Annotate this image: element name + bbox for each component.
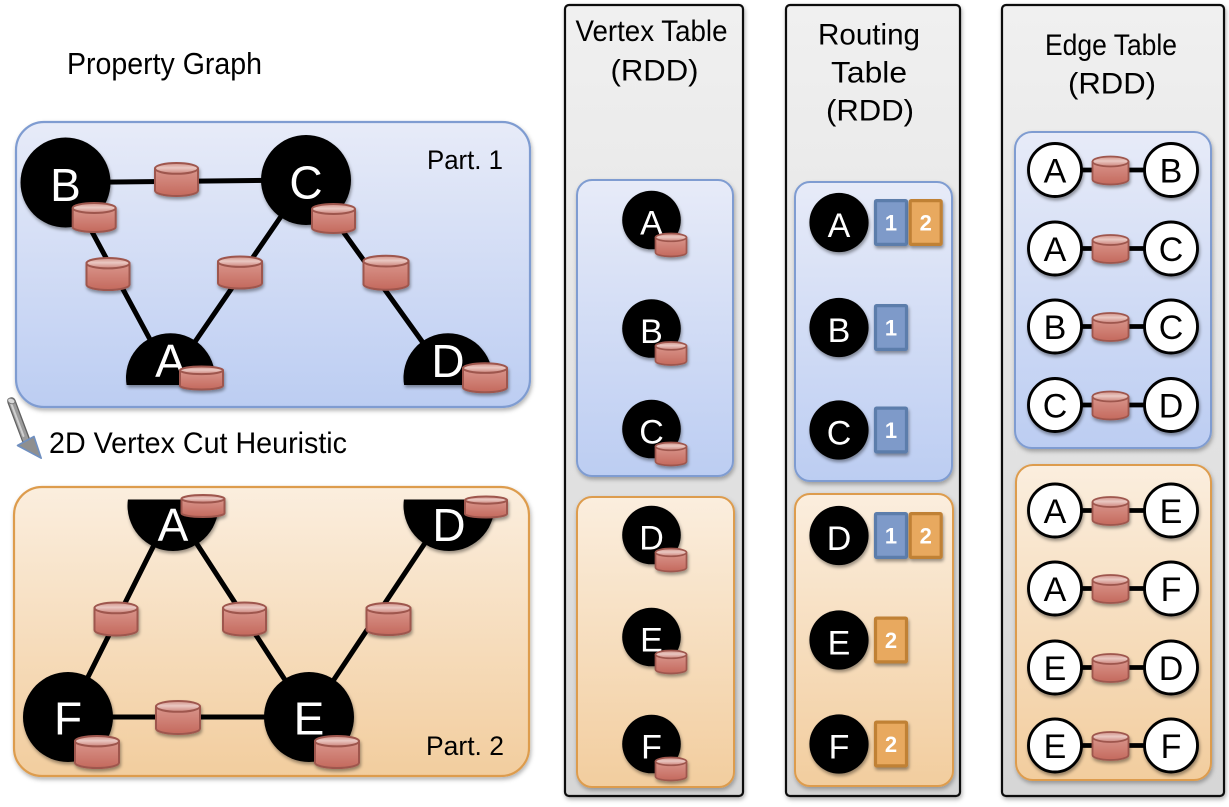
- svg-text:Part. 1: Part. 1: [427, 145, 503, 175]
- svg-text:Edge Table: Edge Table: [1045, 29, 1177, 62]
- svg-text:A: A: [1044, 493, 1067, 531]
- svg-text:B: B: [828, 312, 851, 350]
- svg-text:(RDD): (RDD): [611, 55, 699, 88]
- svg-text:B: B: [1044, 309, 1067, 347]
- svg-text:F: F: [641, 729, 662, 767]
- svg-text:D: D: [1159, 650, 1184, 688]
- svg-text:2: 2: [920, 524, 932, 549]
- svg-text:2: 2: [920, 211, 932, 236]
- svg-text:C: C: [1159, 231, 1184, 269]
- svg-text:2: 2: [885, 628, 897, 653]
- svg-text:1: 1: [885, 524, 897, 549]
- svg-text:2: 2: [885, 732, 897, 757]
- svg-text:A: A: [1044, 231, 1067, 269]
- svg-text:2D Vertex Cut Heuristic: 2D Vertex Cut Heuristic: [49, 427, 347, 460]
- svg-text:F: F: [1161, 571, 1182, 609]
- svg-text:C: C: [1043, 388, 1068, 426]
- svg-text:E: E: [828, 625, 851, 663]
- svg-text:(RDD): (RDD): [826, 95, 914, 128]
- svg-text:A: A: [640, 205, 663, 243]
- svg-text:F: F: [1161, 728, 1182, 766]
- svg-text:Part. 2: Part. 2: [426, 731, 504, 761]
- svg-text:Property Graph: Property Graph: [67, 46, 262, 81]
- svg-text:E: E: [640, 622, 663, 660]
- svg-text:B: B: [1160, 153, 1183, 191]
- svg-text:E: E: [1160, 493, 1183, 531]
- svg-text:A: A: [1044, 571, 1067, 609]
- svg-text:C: C: [827, 415, 852, 453]
- svg-text:F: F: [54, 693, 82, 745]
- svg-text:D: D: [432, 499, 465, 551]
- svg-text:C: C: [1159, 309, 1184, 347]
- svg-text:Vertex Table: Vertex Table: [576, 15, 728, 48]
- svg-text:Routing: Routing: [818, 19, 920, 52]
- svg-text:D: D: [431, 335, 464, 387]
- svg-text:F: F: [829, 729, 850, 767]
- svg-text:D: D: [827, 520, 852, 558]
- svg-text:1: 1: [885, 211, 897, 236]
- svg-text:1: 1: [885, 316, 897, 341]
- svg-text:A: A: [828, 207, 851, 245]
- svg-text:1: 1: [885, 418, 897, 443]
- svg-text:Table: Table: [831, 57, 907, 90]
- svg-text:C: C: [289, 157, 322, 209]
- svg-text:E: E: [1044, 728, 1067, 766]
- svg-text:D: D: [1159, 388, 1184, 426]
- svg-text:E: E: [294, 693, 325, 745]
- svg-text:(RDD): (RDD): [1068, 68, 1156, 101]
- svg-text:E: E: [1044, 650, 1067, 688]
- svg-text:A: A: [1044, 153, 1067, 191]
- svg-text:B: B: [50, 159, 81, 211]
- svg-text:B: B: [640, 313, 663, 351]
